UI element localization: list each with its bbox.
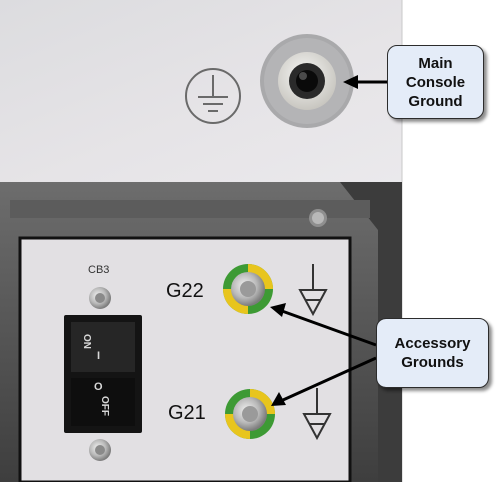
ground-symbol-icon [302,388,332,441]
callout-text: Main [418,54,453,72]
callout-arrows [270,75,388,406]
breaker-label: CB3 [88,264,110,276]
breaker-switch [64,287,142,461]
callout-text: Grounds [401,354,464,371]
ground-stud-g21 [225,389,275,439]
switch-on-label: ON [81,334,92,349]
earth-ground-icon [185,68,241,124]
callout-text: Ground [408,92,463,110]
switch-on-mark: I [97,350,101,362]
ground-label-g22: G22 [166,280,204,302]
ground-stud-g22 [223,264,273,314]
callout-main-console-ground: Main Console Ground [387,45,484,119]
callout-text: Console [405,73,466,91]
main-ground-stud [260,34,354,128]
ground-label-g21: G21 [168,402,206,424]
callout-accessory-grounds: Accessory Grounds [376,318,489,388]
switch-off-label: OFF [99,396,110,416]
ground-symbol-icon [298,264,328,317]
switch-off-mark: O [94,381,103,393]
callout-text: Accessory [394,335,471,352]
